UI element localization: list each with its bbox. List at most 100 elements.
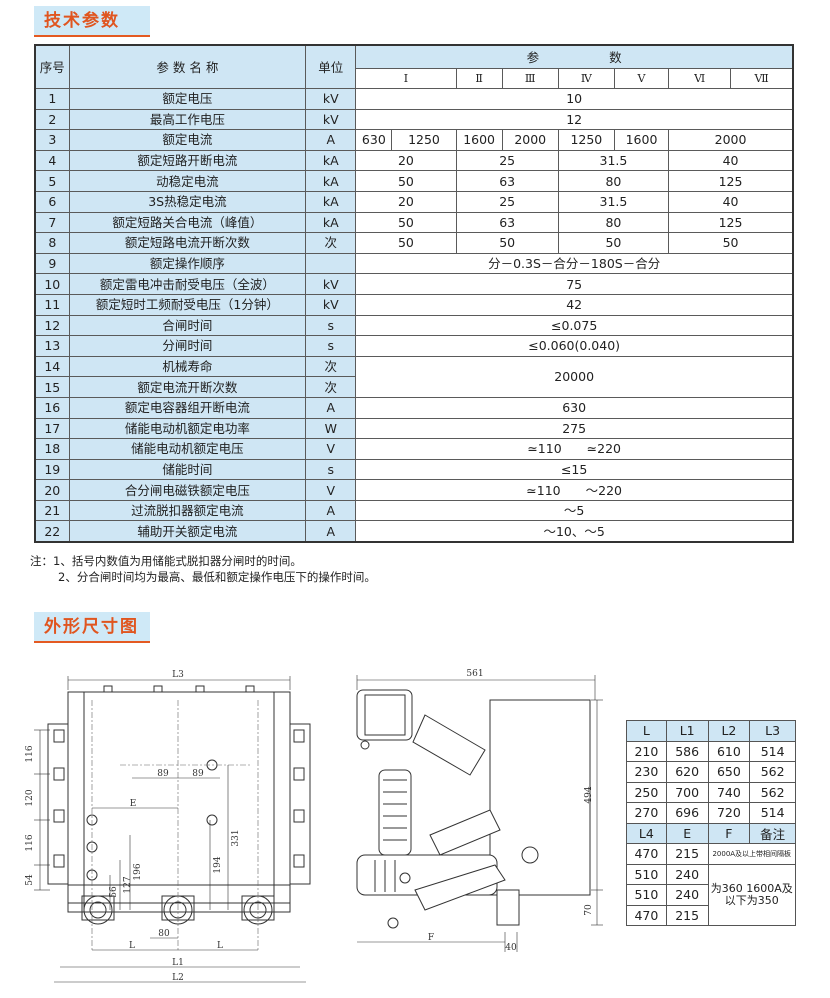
row-value: 80 bbox=[557, 211, 670, 234]
row-unit: kV bbox=[305, 88, 357, 110]
row-value: 125 bbox=[668, 170, 794, 192]
row-unit: s bbox=[305, 335, 357, 357]
row-unit: V bbox=[305, 438, 357, 460]
dims-cell: 510 bbox=[626, 884, 667, 906]
dims-cell: 215 bbox=[665, 843, 709, 865]
dim-80: 80 bbox=[158, 929, 170, 939]
row-value: ～10、～5 bbox=[355, 520, 794, 543]
row-no: 17 bbox=[34, 417, 70, 440]
row-no: 10 bbox=[34, 273, 70, 295]
row-value: ～5 bbox=[355, 499, 794, 522]
row-name: 合分闸电磁铁额定电压 bbox=[68, 479, 307, 501]
dims-cell: 562 bbox=[749, 761, 796, 783]
dim-la: L bbox=[129, 941, 135, 951]
row-unit: kA bbox=[305, 170, 357, 192]
dims-cell: 470 bbox=[626, 843, 667, 865]
dims-note-1: 2000A及以上带相间隔板 bbox=[707, 843, 797, 865]
header-val-1: 参 bbox=[526, 49, 540, 65]
row-unit: A bbox=[305, 520, 357, 543]
dim-56: 56 bbox=[109, 886, 119, 898]
dim-194: 194 bbox=[213, 856, 223, 873]
dims-header: F bbox=[707, 822, 751, 844]
row-no: 18 bbox=[34, 438, 70, 460]
row-value: 80 bbox=[557, 170, 670, 192]
row-name: 额定电压 bbox=[68, 88, 307, 110]
dim-l1: L1 bbox=[172, 958, 184, 968]
dim-331: 331 bbox=[231, 829, 241, 846]
dims-cell: 240 bbox=[665, 863, 709, 885]
row-no: 4 bbox=[34, 149, 70, 172]
row-value: 63 bbox=[455, 170, 559, 192]
dim-196: 196 bbox=[133, 863, 143, 880]
row-unit: kV bbox=[305, 273, 357, 295]
row-value: 1250 bbox=[557, 129, 615, 151]
row-no: 9 bbox=[34, 252, 70, 275]
row-no: 13 bbox=[34, 335, 70, 357]
row-no: 8 bbox=[34, 232, 70, 254]
row-value: 50 bbox=[355, 232, 457, 254]
row-unit: A bbox=[305, 396, 357, 419]
col-2: Ⅱ bbox=[455, 68, 503, 89]
row-name: 分闸时间 bbox=[68, 335, 307, 357]
row-value: 40 bbox=[668, 190, 794, 213]
dims-note-2: 为360 1600A及以下为350 bbox=[707, 863, 797, 926]
dim-494: 494 bbox=[584, 786, 594, 803]
row-unit bbox=[305, 252, 357, 275]
dims-cell: 696 bbox=[665, 802, 709, 824]
dims-cell: 230 bbox=[626, 761, 667, 783]
row-value: 50 bbox=[355, 170, 457, 192]
dim-116b: 116 bbox=[25, 834, 35, 851]
row-unit: kA bbox=[305, 190, 357, 213]
row-value: 50 bbox=[455, 232, 559, 254]
row-no: 12 bbox=[34, 314, 70, 337]
row-value: 2000 bbox=[501, 129, 559, 151]
row-name: 额定电流 bbox=[68, 129, 307, 151]
row-value: 50 bbox=[355, 211, 457, 234]
row-value: 25 bbox=[455, 149, 559, 172]
dims-header: E bbox=[665, 822, 709, 844]
row-name: 辅助开关额定电流 bbox=[68, 520, 307, 543]
row-no: 7 bbox=[34, 211, 70, 234]
dim-f: F bbox=[428, 933, 434, 943]
dim-89a: 89 bbox=[157, 769, 169, 779]
dims-cell: 210 bbox=[626, 740, 667, 762]
dim-l2: L2 bbox=[172, 973, 184, 983]
row-no: 22 bbox=[34, 520, 70, 543]
row-name: 额定短路开断电流 bbox=[68, 149, 307, 172]
dims-cell: 270 bbox=[626, 802, 667, 824]
dim-120: 120 bbox=[25, 789, 35, 806]
col-4: Ⅳ bbox=[557, 68, 615, 89]
dim-561: 561 bbox=[466, 669, 483, 679]
row-no: 14 bbox=[34, 355, 70, 378]
dim-e: E bbox=[130, 799, 137, 809]
row-name: 额定短路电流开断次数 bbox=[68, 232, 307, 254]
row-name: 额定电流开断次数 bbox=[68, 376, 307, 398]
row-value: 630 bbox=[355, 129, 393, 151]
row-unit: kV bbox=[305, 108, 357, 131]
dims-cell: 215 bbox=[665, 904, 709, 926]
row-unit: V bbox=[305, 479, 357, 501]
row-unit: kA bbox=[305, 149, 357, 172]
row-no: 21 bbox=[34, 499, 70, 522]
row-value: 2000 bbox=[668, 129, 794, 151]
dims-header: L1 bbox=[665, 720, 709, 742]
row-name: 储能电动机额定电功率 bbox=[68, 417, 307, 440]
row-no: 20 bbox=[34, 479, 70, 501]
